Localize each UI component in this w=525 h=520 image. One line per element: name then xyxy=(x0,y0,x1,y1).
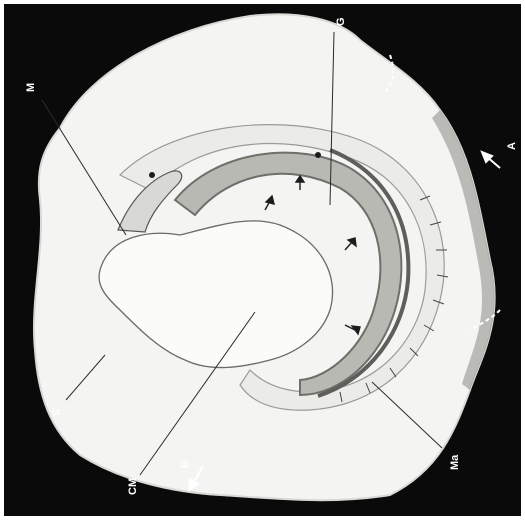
label-m: M xyxy=(25,83,37,92)
label-cm: CM xyxy=(127,478,139,495)
label-a: A xyxy=(506,142,518,150)
label-s: S xyxy=(51,409,63,416)
label-g: G xyxy=(335,17,347,26)
spot-2 xyxy=(315,152,321,158)
label-ma: Ma xyxy=(449,454,461,470)
label-b: B xyxy=(179,460,191,468)
spot-1 xyxy=(149,172,155,178)
